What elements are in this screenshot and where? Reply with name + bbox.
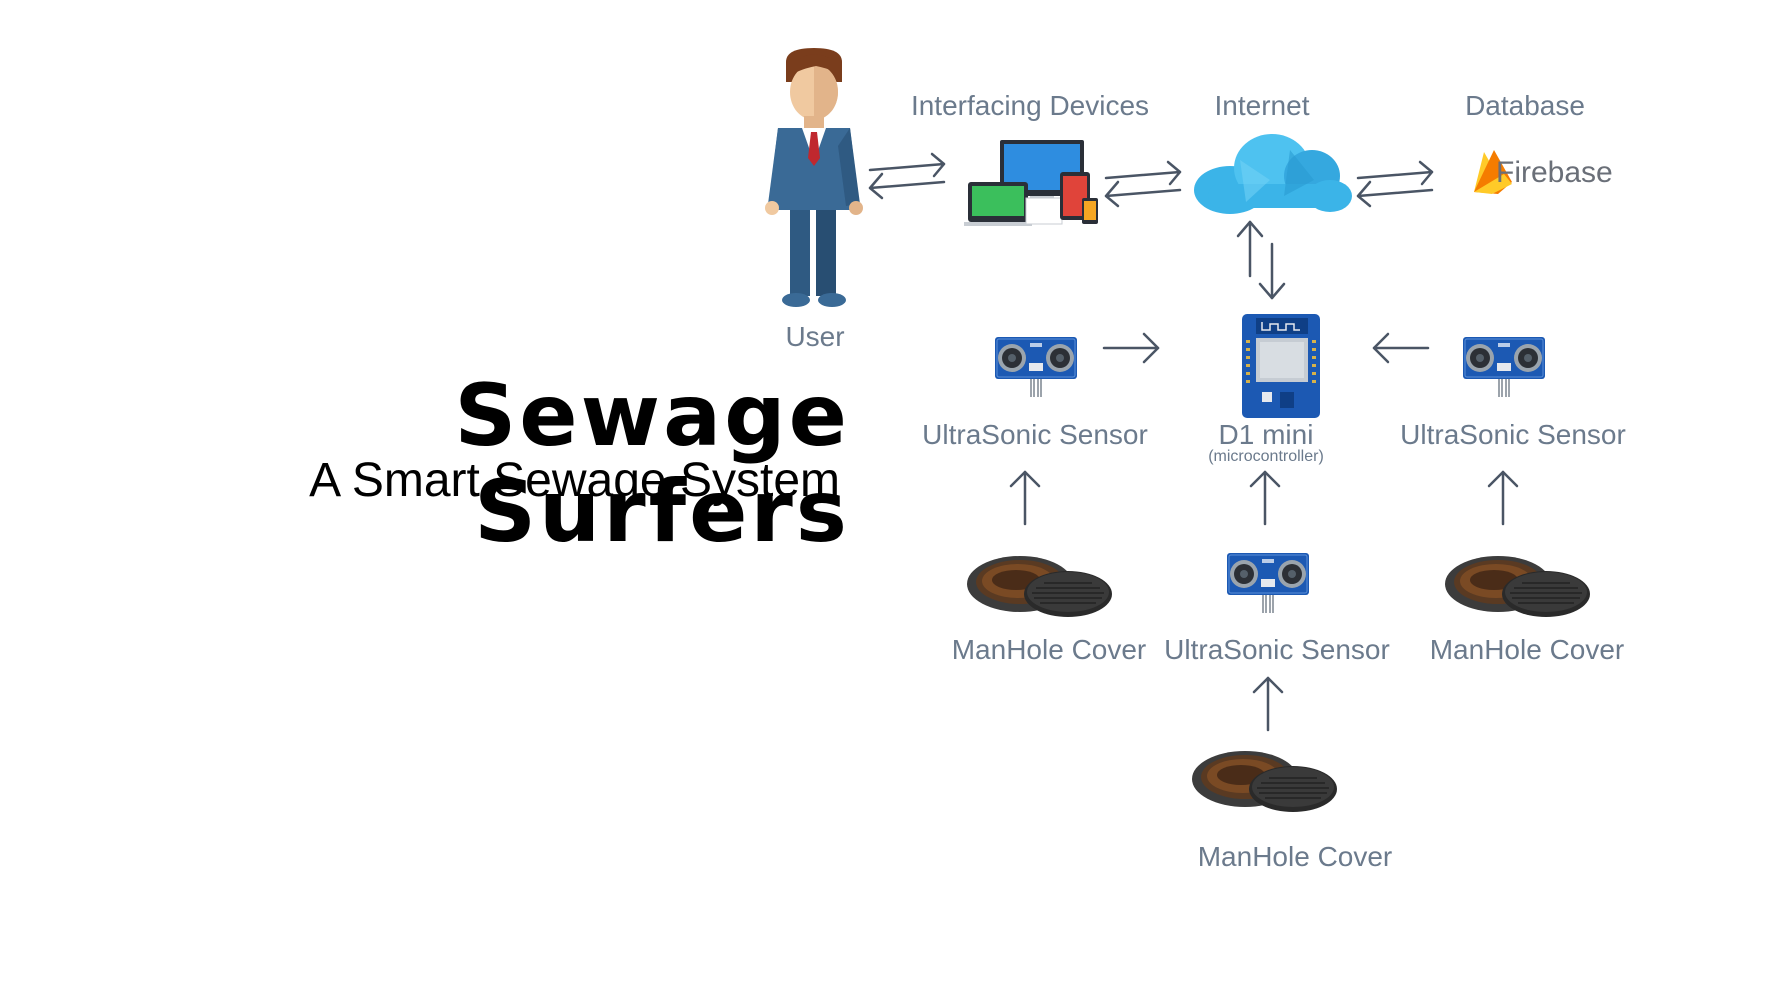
- manhole-cover-icon: [966, 555, 1113, 618]
- arrow-manhole-right-sensor: [1487, 470, 1519, 526]
- ultrasonic-sensor-middle-label: UltraSonic Sensor: [1164, 634, 1390, 665]
- ultrasonic-sensor-icon: [994, 336, 1078, 398]
- arrow-sensor-middle-d1: [1249, 470, 1281, 526]
- user-label: User: [785, 321, 845, 352]
- manhole-cover-right-label: ManHole Cover: [1429, 634, 1625, 665]
- firebase-icon: [1474, 150, 1512, 194]
- arrow-manhole-bottom-sensor: [1252, 676, 1284, 732]
- ultrasonic-sensor-icon: [1462, 336, 1546, 398]
- ultrasonic-sensor-right-label: UltraSonic Sensor: [1400, 419, 1626, 450]
- arrow-internet-d1: [1236, 220, 1286, 300]
- manhole-cover-bottom-label: ManHole Cover: [1197, 841, 1393, 872]
- microcontroller-label: (microcontroller): [1208, 448, 1324, 465]
- arrow-devices-internet: [1104, 160, 1182, 208]
- page-subtitle: A Smart Sewage System: [309, 454, 840, 507]
- d1-mini-icon: [1242, 314, 1320, 418]
- user-icon: [765, 48, 863, 307]
- internet-label: Internet: [1214, 90, 1310, 121]
- devices-icon: [964, 140, 1098, 226]
- manhole-cover-icon: [1444, 555, 1591, 618]
- cloud-icon: [1194, 134, 1352, 214]
- database-label: Database: [1465, 90, 1585, 121]
- arrow-internet-database: [1356, 160, 1434, 208]
- d1-mini-label: D1 mini: [1218, 419, 1314, 450]
- ultrasonic-sensor-left-label: UltraSonic Sensor: [922, 419, 1148, 450]
- ultrasonic-sensor-icon: [1226, 552, 1310, 614]
- arrow-sensor-right-d1: [1372, 332, 1430, 364]
- firebase-label: Firebase: [1496, 156, 1613, 189]
- arrow-sensor-left-d1: [1102, 332, 1160, 364]
- manhole-cover-left-label: ManHole Cover: [951, 634, 1147, 665]
- page-title: Sewage Surfers: [454, 366, 850, 562]
- manhole-cover-icon: [1191, 750, 1338, 813]
- arrow-manhole-left-sensor: [1009, 470, 1041, 526]
- arrow-user-devices: [868, 152, 946, 200]
- interfacing-devices-label: Interfacing Devices: [910, 90, 1150, 121]
